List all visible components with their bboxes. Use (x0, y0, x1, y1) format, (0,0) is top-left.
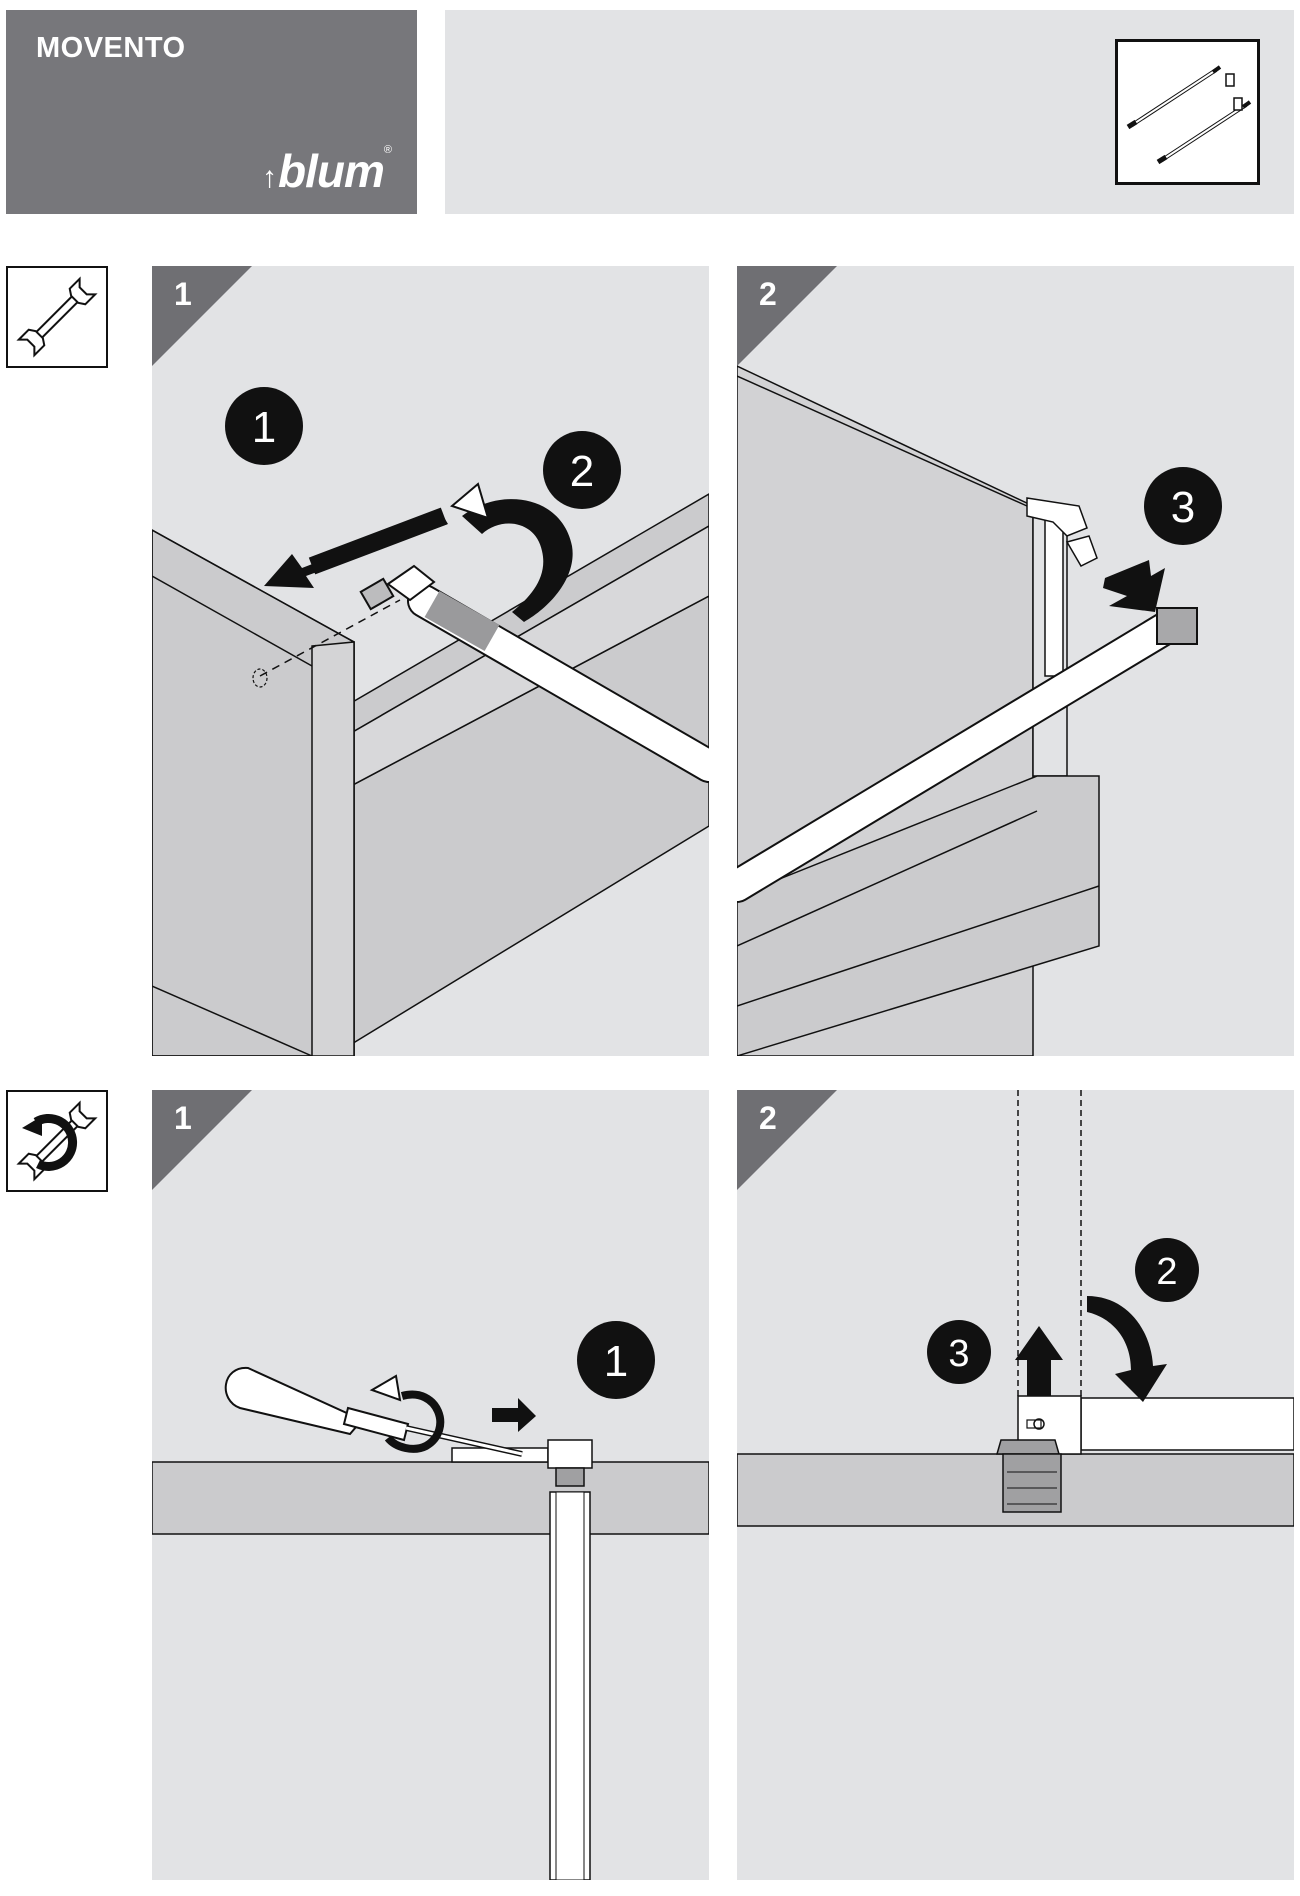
install-step-2-number: 2 (759, 276, 777, 312)
rails-and-clip-parts-thumbnail (1115, 39, 1260, 185)
removal-step-1-panel: 1 1 (152, 1090, 709, 1880)
header-bar (445, 10, 1294, 214)
removal-2-callout-2: 2 (1156, 1251, 1177, 1293)
install-step-1-number: 1 (174, 276, 192, 312)
install-tool-box (6, 266, 108, 368)
removal-1-callout-1: 1 (604, 1337, 628, 1386)
install-1-callout-2: 2 (570, 447, 594, 496)
removal-2-callout-3: 3 (948, 1333, 969, 1375)
removal-step-1-number: 1 (174, 1100, 192, 1136)
install-step-1-panel: 1 2 1 (152, 266, 709, 1056)
removal-tool-box (6, 1090, 108, 1192)
wrench-reverse-arrow-icon (16, 1100, 98, 1182)
install-step-2-panel: 3 2 (737, 266, 1294, 1056)
blum-wordmark: blum (278, 145, 385, 197)
removal-step-2-panel: 2 3 2 (737, 1090, 1294, 1880)
brand-header: MOVENTO ↑blum® (6, 10, 417, 214)
removal-step-2-number: 2 (759, 1100, 777, 1136)
blum-logo: ↑blum® (262, 144, 392, 198)
blum-arrow-icon: ↑ (262, 161, 277, 194)
product-title: MOVENTO (36, 32, 186, 64)
wrench-icon (16, 276, 98, 358)
install-2-callout-3: 3 (1171, 483, 1195, 532)
install-1-callout-1: 1 (252, 403, 276, 452)
registered-mark: ® (383, 144, 392, 156)
